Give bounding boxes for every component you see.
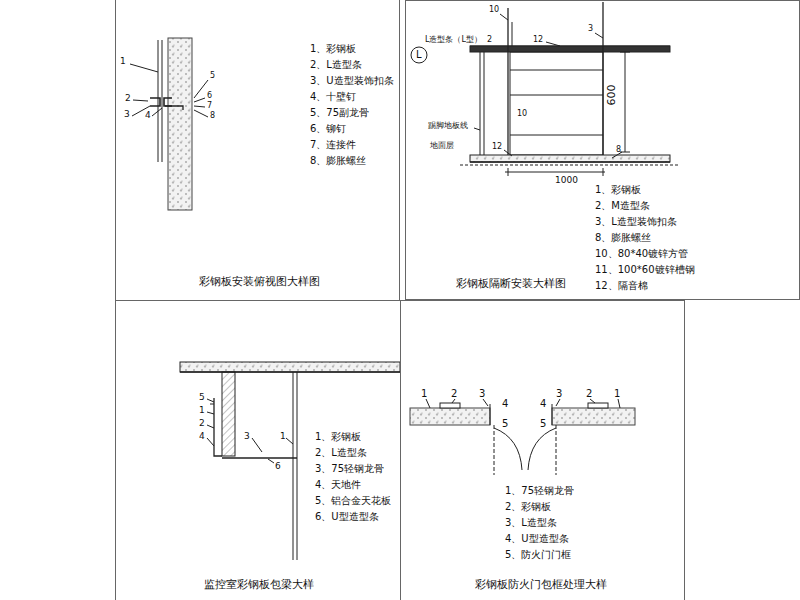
callout-number: 4 xyxy=(145,111,151,121)
drawing-caption: 监控室彩钢板包梁大样 xyxy=(203,577,315,592)
part-list-item: 2、彩钢板 xyxy=(505,501,551,512)
part-list-item: 8、膨胀螺丝 xyxy=(310,155,366,166)
callout-number: 4 xyxy=(502,398,508,409)
part-list-item: 6、U型造型条 xyxy=(315,511,379,522)
callout-number: 5 xyxy=(199,393,205,403)
callout-number: 2 xyxy=(125,94,131,104)
callout-number: 5 xyxy=(540,418,546,429)
callout-number: 6 xyxy=(207,92,212,101)
part-list-item: 1、彩钢板 xyxy=(595,184,641,195)
callout-number: L xyxy=(416,49,422,60)
drawing-caption: 彩钢板防火门包框处理大样 xyxy=(474,577,608,592)
part-list-item: 4、天地件 xyxy=(315,479,361,490)
callout-number: 3 xyxy=(479,388,485,399)
part-list-item: 2、L造型条 xyxy=(310,59,362,70)
part-list-item: 8、膨胀螺丝 xyxy=(595,232,651,243)
drawing-caption: 彩钢板安装俯视图大样图 xyxy=(198,274,321,289)
part-list-item: 5、防火门门框 xyxy=(505,549,571,560)
part-list-item: 12、隔音棉 xyxy=(595,280,648,291)
part-list-item: 5、铝合金天花板 xyxy=(315,495,391,506)
part-list-item: 1、75轻钢龙骨 xyxy=(505,485,574,496)
drawing-panel: 彩钢板安装俯视图大样图 xyxy=(115,0,400,300)
callout-number: 1 xyxy=(280,432,286,442)
part-list-item: 4、十壁钉 xyxy=(310,91,356,102)
drawing-caption: 彩钢板隔断安装大样图 xyxy=(455,276,567,291)
callout-number: 7 xyxy=(207,102,212,111)
callout-number: 12 xyxy=(533,36,543,45)
callout-number: 4 xyxy=(540,398,546,409)
part-list-item: 3、L造型装饰扣条 xyxy=(595,216,677,227)
callout-number: 3 xyxy=(124,110,130,120)
part-list-item: 11、100*60镀锌槽钢 xyxy=(595,264,695,275)
part-list-item: 6、铆钉 xyxy=(310,123,346,134)
callout-number: 2 xyxy=(487,36,492,45)
callout-number: 3 xyxy=(556,388,562,399)
dimension-text: 600 xyxy=(606,85,618,106)
note-text: 地面层 xyxy=(430,142,454,151)
callout-number: 4 xyxy=(199,432,205,442)
callout-number: 3 xyxy=(588,25,593,34)
callout-number: 5 xyxy=(502,418,508,429)
callout-number: 2 xyxy=(451,388,457,399)
callout-number: 10 xyxy=(489,6,499,15)
note-text: 踢脚地板线 xyxy=(428,122,468,131)
callout-number: 5 xyxy=(210,72,215,81)
part-list-item: 7、连接件 xyxy=(310,139,356,150)
part-list-item: 4、U型造型条 xyxy=(505,533,569,544)
part-list-item: 1、彩钢板 xyxy=(315,431,361,442)
callout-number: 8 xyxy=(616,146,621,155)
part-list-item: 1、彩钢板 xyxy=(310,43,356,54)
part-list-item: 5、75副龙骨 xyxy=(310,107,369,118)
callout-number: 3 xyxy=(244,432,250,442)
part-list-item: 2、M造型条 xyxy=(595,200,650,211)
part-list-item: 3、L造型条 xyxy=(505,517,557,528)
callout-number: 8 xyxy=(210,112,215,121)
callout-number: 1 xyxy=(199,406,205,416)
callout-number: 2 xyxy=(586,388,592,399)
part-list-item: 3、75轻钢龙骨 xyxy=(315,463,384,474)
callout-number: 1 xyxy=(120,57,126,67)
part-list-item: 10、80*40镀锌方管 xyxy=(595,248,688,259)
callout-number: 2 xyxy=(199,419,205,429)
part-list-item: 2、L造型条 xyxy=(315,447,367,458)
callout-number: 1 xyxy=(614,388,620,399)
callout-number: 1 xyxy=(421,388,427,399)
callout-number: 6 xyxy=(275,462,281,472)
note-text: L造型条（L型） xyxy=(425,36,482,45)
callout-number: 12 xyxy=(492,143,502,152)
part-list-item: 3、U造型装饰扣条 xyxy=(310,75,394,86)
dimension-text: 1000 xyxy=(555,176,578,186)
callout-number: 10 xyxy=(517,110,527,119)
